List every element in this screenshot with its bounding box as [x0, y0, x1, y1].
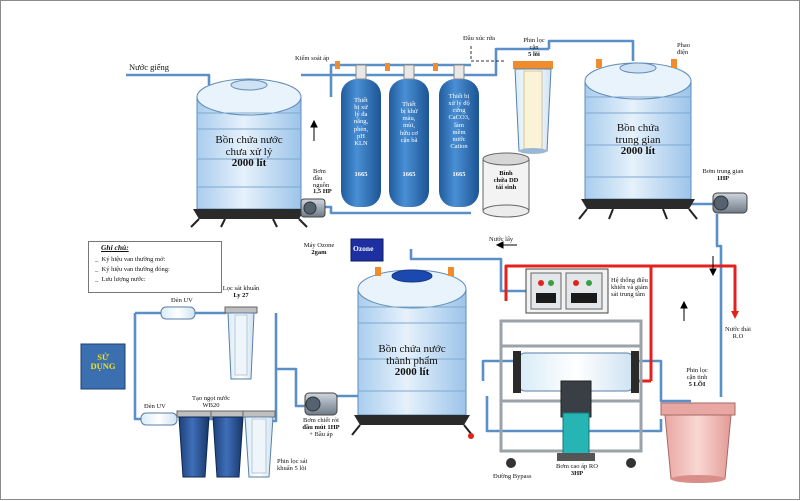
pipe-pump-to-ro: [715, 214, 723, 397]
valve-marker-2: [433, 63, 438, 71]
label-bypass-line: Đường Bypass: [493, 473, 532, 480]
column-2-code: 1665: [402, 171, 416, 178]
top-cartridge-filter: [513, 61, 553, 154]
bypass-valve: [468, 433, 474, 439]
pipe-well-inlet: [126, 73, 211, 85]
fine-cartridge-filter: [660, 402, 736, 483]
legend-item-open-valve: _ Ký hiệu van thường mở:: [95, 256, 166, 263]
pipe-top-header: [301, 47, 549, 77]
filter-column-3: [439, 64, 479, 207]
pipe-control-red: [504, 264, 651, 301]
pipe-ro-loop: [481, 359, 521, 381]
pipe-product-intake: [409, 249, 526, 293]
product-tank: [351, 267, 473, 436]
reject-arrow: [731, 311, 739, 319]
bottling-pump: [304, 392, 338, 416]
intermediate-pump: [712, 192, 748, 214]
uv-lamp-bottom: [140, 412, 178, 426]
legend-item-flow: _ Lưu lượng nước:: [95, 276, 146, 283]
legend-item-closed-valve: _ Ký hiệu van thường đóng:: [95, 266, 170, 273]
label-pressure-control: Kiểm soát áp: [295, 55, 330, 62]
valve-marker-1: [385, 63, 390, 71]
frame-wheel-left: [506, 458, 516, 468]
flow-arrows: [310, 119, 717, 321]
uv-lamp-top: [160, 306, 196, 320]
legend-title: Ghi chú:: [101, 243, 129, 252]
control-panel: [525, 268, 609, 314]
pipe-columns-link: [329, 63, 471, 97]
pipe-fine-filter-to-ro: [633, 359, 691, 403]
sterile-filter: [224, 306, 258, 380]
brine-cylinder: [482, 152, 530, 218]
source-pump: [300, 198, 326, 218]
column-1-code: 1665: [354, 171, 368, 178]
pressure-gauge-marker: [335, 61, 340, 69]
softening-housing-1: [176, 410, 212, 478]
label-ozone-box: Ozone: [353, 244, 374, 253]
ozone-unit: [350, 238, 384, 262]
pipe-sterile-loop: [256, 313, 278, 423]
legend: Ghi chú: _ Ký hiệu van thường mở: _ Ký h…: [88, 241, 222, 293]
softening-housing-2: [210, 410, 246, 478]
label-uv-lamp-bottom: Đèn UV: [144, 403, 166, 410]
filter-column-2: [389, 64, 429, 207]
pipe-filter-to-intermediate: [547, 39, 635, 61]
pipe-pump-to-columns: [319, 205, 471, 215]
dashed-signal-line: [470, 46, 506, 62]
high-pressure-pump: [557, 380, 595, 461]
intermediate-tank: [578, 59, 698, 220]
pipe-reject-ro: [649, 264, 737, 381]
filter-column-1: [341, 64, 381, 207]
frame-wheel-right: [626, 458, 636, 468]
su-dung-box: [80, 343, 126, 390]
sterile-filter-bottom: [242, 410, 276, 478]
label-flush-head: Đầu xúc rửa: [463, 35, 496, 42]
label-well-water: Nước giếng: [129, 62, 170, 72]
column-3-code: 1665: [452, 171, 466, 178]
label-intake-water: Nước lấy: [489, 236, 514, 243]
label-uv-lamp-top: Đèn UV: [171, 297, 193, 304]
raw-water-tank: [190, 78, 308, 228]
